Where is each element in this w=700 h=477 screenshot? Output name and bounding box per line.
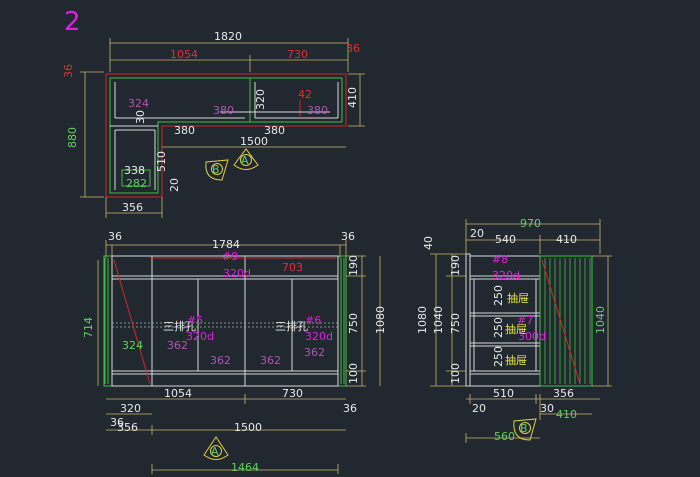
elev-a-view-marker: A (203, 436, 229, 460)
elev-b-drawer-label-a: 抽屉 (507, 291, 529, 305)
elev-a-ref-mid-b-spec: 320d (305, 330, 333, 343)
plan-label-380-c: 380 (174, 124, 195, 137)
elev-b-top-410: 410 (556, 233, 577, 246)
plan-label-30: 30 (134, 110, 147, 124)
elev-a-h-100: 100 (347, 363, 360, 384)
plan-marker-a-label: A (241, 154, 249, 167)
elev-a-inner-362-c: 362 (260, 354, 281, 367)
elev-a-left-depth: 714 (82, 317, 95, 338)
elev-b-ref-top: #8 (492, 253, 508, 266)
elev-a-left-end: 36 (108, 230, 122, 243)
plan-left-end: 36 (62, 64, 75, 78)
elev-b-bottom-410: 410 (556, 408, 577, 421)
elev-b-left-40: 40 (422, 236, 435, 250)
elev-b-top-540: 540 (495, 233, 516, 246)
elev-b-h-750: 750 (449, 313, 462, 334)
elev-b-drawer-250-b: 250 (492, 317, 505, 338)
elev-b-view-marker: B (513, 418, 537, 441)
elevation-b: 970 20 540 410 #8 (416, 217, 612, 443)
plan-label-380-a: 380 (213, 104, 234, 117)
elev-b-ref-mid: #7 (517, 314, 533, 327)
elev-b-h-100: 100 (449, 363, 462, 384)
plan-label-380-d: 380 (264, 124, 285, 137)
plan-upper-depth: 410 (346, 87, 359, 108)
elev-a-three-holes-b: 三排孔 (275, 319, 308, 333)
elev-a-bottom-730: 730 (282, 387, 303, 400)
elev-a-ref-top: #9 (222, 250, 238, 263)
plan-label-1500: 1500 (240, 135, 268, 148)
elev-a-bottom-1464: 1464 (231, 461, 259, 474)
elev-b-ref-mid-spec: 300d (518, 330, 546, 343)
elev-b-ref-top-spec: 320d (492, 269, 520, 282)
plan-view-marker-b: B (205, 159, 229, 181)
elev-b-bottom-20: 20 (472, 402, 486, 415)
elev-b-h-1040: 1040 (432, 306, 445, 334)
elev-a-three-holes-a: 三排孔 (163, 319, 196, 333)
elev-a-marker-label: A (211, 445, 219, 458)
plan-label-324: 324 (128, 97, 149, 110)
elev-a-ref-mid-a: #5 (187, 314, 203, 327)
plan-label-20: 20 (168, 178, 181, 192)
elev-a-h-750: 750 (347, 313, 360, 334)
elev-a-inner-324: 324 (122, 339, 143, 352)
elev-a-inner-362-d: 362 (304, 346, 325, 359)
elev-a-height-total: 1080 (374, 306, 387, 334)
plan-label-356: 356 (122, 201, 143, 214)
elev-a-bottom-1500: 1500 (234, 421, 262, 434)
plan-label-282: 282 (126, 177, 147, 190)
elev-b-side-panel-hatch (544, 258, 591, 384)
elev-b-h-1080: 1080 (416, 306, 429, 334)
elev-b-h-190: 190 (449, 255, 462, 276)
plan-marker-b-label: B (212, 163, 220, 176)
plan-label-338: 338 (124, 164, 145, 177)
elev-a-bottom-1054: 1054 (164, 387, 192, 400)
elev-b-drawer-label-c: 抽屉 (505, 353, 527, 367)
elev-b-bottom-510: 510 (493, 387, 514, 400)
elev-a-bottom-356: 356 (117, 421, 138, 434)
plan-right-segment: 730 (287, 48, 308, 61)
elev-b-drawer-label-b: 抽屉 (505, 322, 527, 336)
plan-right-end: 36 (346, 42, 360, 55)
elev-a-overall: 1784 (212, 238, 240, 251)
plan-label-380-b: 380 (307, 104, 328, 117)
elev-a-ref-mid-a-spec: 320d (186, 330, 214, 343)
elev-b-right-1040: 1040 (594, 306, 607, 334)
elev-b-bottom-356: 356 (553, 387, 574, 400)
elev-a-top-inner: 703 (282, 261, 303, 274)
elev-a-inner-362-b: 362 (210, 354, 231, 367)
elev-a-bottom-320: 320 (120, 402, 141, 415)
elev-b-drawer-250-a: 250 (492, 285, 505, 306)
elev-a-ref-mid-b: #6 (305, 314, 321, 327)
plan-overall-width: 1820 (214, 30, 242, 43)
plan-view: 1820 1054 730 36 36 880 410 324 3 (62, 30, 365, 218)
plan-view-marker-a: A (233, 148, 259, 170)
plan-label-510: 510 (155, 151, 168, 172)
elev-b-bottom-30: 30 (540, 402, 554, 415)
elev-b-drawer-250-c: 250 (492, 346, 505, 367)
elev-b-top-20: 20 (470, 227, 484, 240)
elevation-a: 36 1784 36 #9 320d 703 三排孔 三排孔 #5 320d #… (82, 230, 387, 474)
elev-a-ref-top-spec: 320d (223, 267, 251, 280)
plan-label-42: 42 (298, 88, 312, 101)
plan-left-segment: 1054 (170, 48, 198, 61)
elev-a-bottom-36-left: 36 (110, 416, 124, 429)
elev-a-right-end: 36 (341, 230, 355, 243)
elev-a-h-190: 190 (347, 255, 360, 276)
elev-b-bottom-560: 560 (494, 430, 515, 443)
sheet-number: 2 (64, 7, 81, 37)
plan-label-320: 320 (254, 89, 267, 110)
elev-b-marker-label: B (520, 422, 528, 435)
plan-depth: 880 (66, 127, 79, 148)
elev-a-bottom-36-right: 36 (343, 402, 357, 415)
elev-a-inner-362-a: 362 (167, 339, 188, 352)
elev-b-overall: 970 (520, 217, 541, 230)
